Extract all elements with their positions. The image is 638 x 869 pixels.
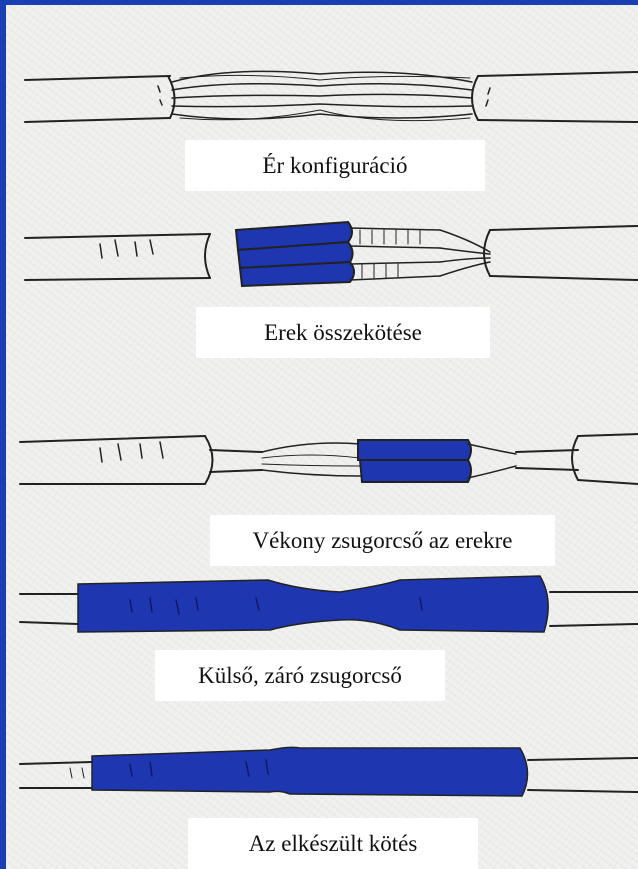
step2-caption: Erek összekötése <box>196 307 490 358</box>
step4-illustration <box>20 576 638 632</box>
step3-caption: Vékony zsugorcső az erekre <box>210 515 555 566</box>
step3-illustration <box>20 434 638 484</box>
step1-illustration <box>25 71 638 122</box>
step5-caption: Az elkészült kötés <box>188 818 478 869</box>
step2-illustration <box>25 222 638 286</box>
step5-illustration <box>20 747 638 796</box>
step4-caption: Külső, záró zsugorcső <box>155 650 445 701</box>
step1-caption: Ér konfiguráció <box>185 140 485 191</box>
